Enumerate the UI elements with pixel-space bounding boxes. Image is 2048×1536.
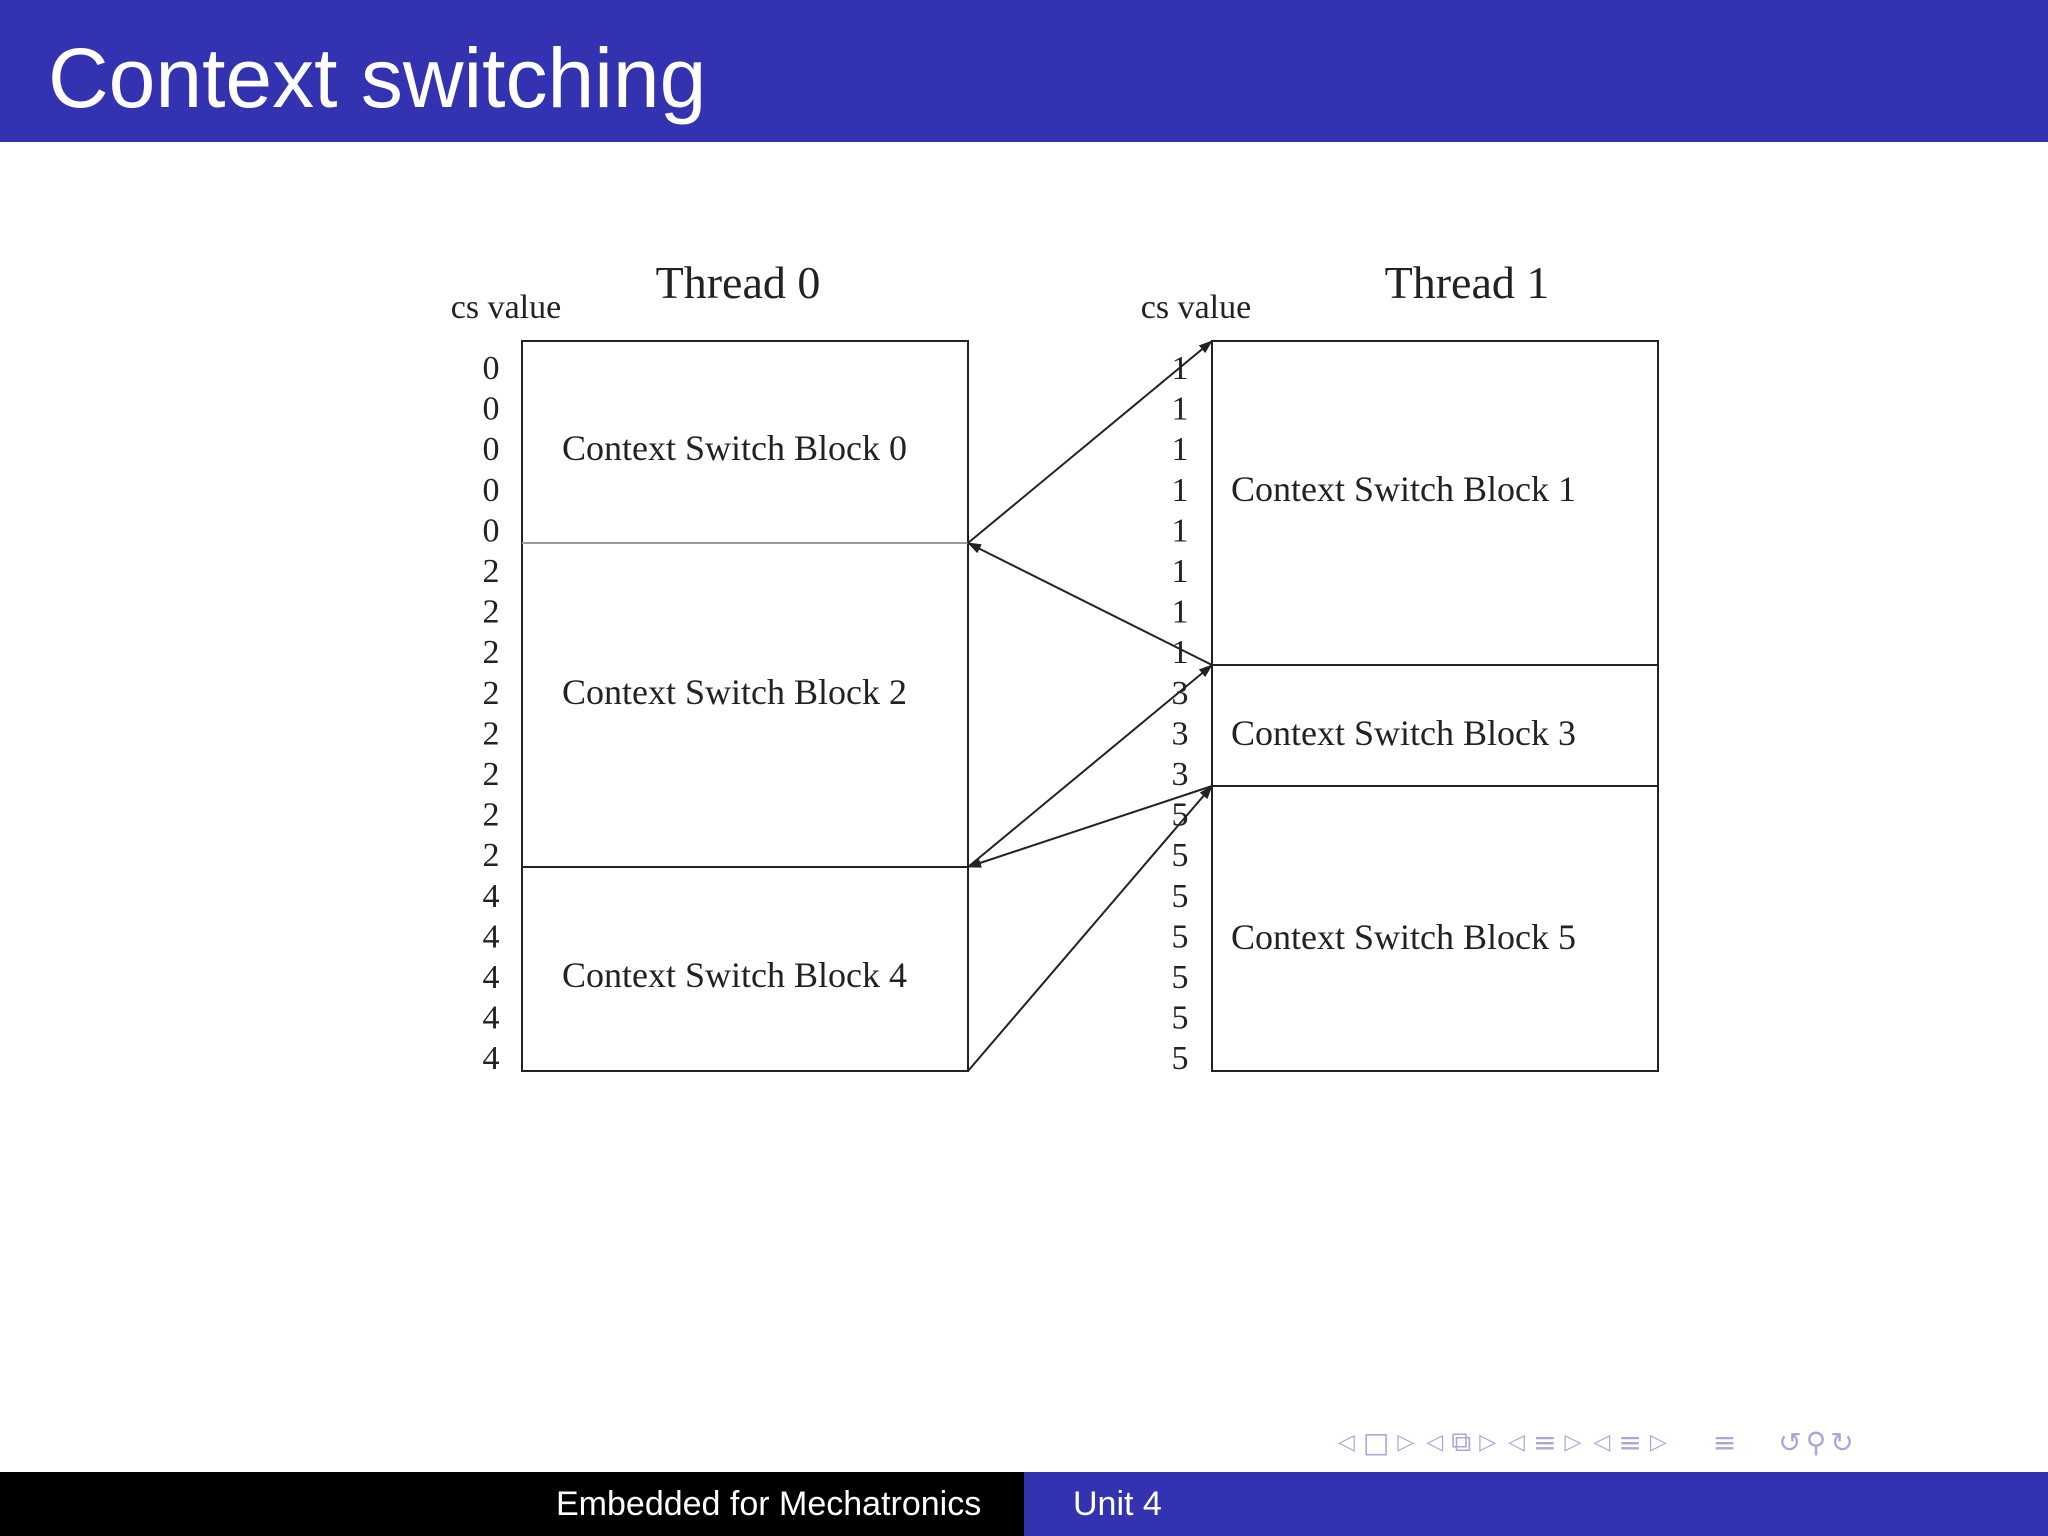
cs-value: 5 (1172, 959, 1189, 996)
cs-value: 2 (483, 594, 500, 631)
switch-arrow-3-to-4 (967, 785, 1213, 868)
cs-value: 2 (483, 797, 500, 834)
thread-0-title: Thread 0 (656, 257, 821, 308)
nav-next-icon[interactable]: ▷ (1564, 1429, 1582, 1455)
search-icon[interactable]: ⚲ (1805, 1425, 1827, 1459)
cs-value: 4 (483, 959, 500, 996)
thread-1-title: Thread 1 (1385, 257, 1550, 308)
back-icon[interactable]: ↺ (1778, 1425, 1802, 1459)
footer-course-title: Embedded for Mechatronics (556, 1485, 982, 1523)
nav-prev-icon[interactable]: ◁ (1593, 1429, 1611, 1455)
footer-unit: Unit 4 (1073, 1485, 1162, 1523)
thread-1-cs-values: 111111113335555555 (1172, 350, 1189, 1077)
cs-value: 1 (1172, 472, 1189, 509)
cs-value: 1 (1172, 634, 1189, 671)
slide-title: Context switching (48, 31, 707, 125)
cs-value: 0 (483, 350, 500, 387)
cs-value: 2 (483, 634, 500, 671)
thread-0-block-label: Context Switch Block 0 (562, 428, 907, 468)
cs-value: 3 (1172, 715, 1189, 752)
forward-icon[interactable]: ↻ (1830, 1425, 1854, 1459)
footer-right: Unit 4 (1024, 1472, 2048, 1536)
cs-value: 1 (1172, 431, 1189, 468)
switch-arrow-0-to-1 (967, 340, 1213, 544)
cs-value: 3 (1172, 756, 1189, 793)
switch-arrow-4-to-5 (967, 785, 1213, 1072)
thread-0-cs-label: cs value (451, 289, 561, 326)
nav-prev-icon[interactable]: ◁ (1338, 1429, 1355, 1455)
nav-prev-icon[interactable]: ◁ (1508, 1429, 1526, 1455)
cs-value: 5 (1172, 797, 1189, 834)
thread-1-cs-label: cs value (1141, 289, 1251, 326)
appendix-icon[interactable]: ≡ (1712, 1425, 1737, 1459)
cs-value: 5 (1172, 837, 1189, 874)
cs-value: 0 (483, 431, 500, 468)
cs-value: 4 (483, 1000, 500, 1037)
nav-next-icon[interactable]: ▷ (1397, 1429, 1415, 1455)
section-icon[interactable]: ≡ (1533, 1425, 1557, 1459)
subsection-icon[interactable]: ⧉ (1451, 1425, 1472, 1458)
cs-value: 1 (1172, 594, 1189, 631)
cs-value: 4 (483, 1040, 500, 1077)
cs-value: 5 (1172, 1000, 1189, 1037)
cs-value: 0 (483, 472, 500, 509)
switch-arrow-1-to-2 (967, 542, 1213, 666)
cs-value: 2 (483, 675, 500, 712)
nav-next-icon[interactable]: ▷ (1649, 1429, 1667, 1455)
nav-next-icon[interactable]: ▷ (1479, 1429, 1497, 1455)
nav-prev-icon[interactable]: ◁ (1426, 1429, 1444, 1455)
cs-value: 0 (483, 391, 500, 428)
cs-value: 4 (483, 878, 500, 915)
cs-value: 1 (1172, 512, 1189, 549)
cs-value: 1 (1172, 553, 1189, 590)
cs-value: 2 (483, 715, 500, 752)
cs-value: 0 (483, 512, 500, 549)
footer-left: Embedded for Mechatronics (0, 1472, 1024, 1536)
switch-arrow-2-to-3 (967, 664, 1213, 868)
cs-value: 5 (1172, 878, 1189, 915)
thread-1-block-label: Context Switch Block 1 (1231, 469, 1576, 509)
title-bar: Context switching (0, 0, 2048, 142)
thread-0-block-label: Context Switch Block 4 (562, 955, 907, 995)
thread-1-block-label: Context Switch Block 5 (1231, 917, 1576, 957)
cs-value: 5 (1172, 1040, 1189, 1077)
cs-value: 4 (483, 918, 500, 955)
thread-1-box (1211, 340, 1659, 1072)
thread-0-block-label: Context Switch Block 2 (562, 672, 907, 712)
thread-0-box (521, 340, 969, 1072)
document-icon[interactable]: ≡ (1618, 1425, 1642, 1459)
cs-value: 2 (483, 837, 500, 874)
cs-value: 2 (483, 553, 500, 590)
thread-1-block-label: Context Switch Block 3 (1231, 713, 1576, 753)
beamer-navigation: ◁ □ ▷ ◁ ⧉ ▷ ◁ ≡ ▷ ◁ ≡ ▷ ≡ ↺ ⚲ ↻ (1332, 1424, 1856, 1460)
frame-icon[interactable]: □ (1362, 1425, 1390, 1459)
cs-value: 3 (1172, 675, 1189, 712)
cs-value: 1 (1172, 391, 1189, 428)
cs-value: 5 (1172, 918, 1189, 955)
cs-value: 2 (483, 756, 500, 793)
